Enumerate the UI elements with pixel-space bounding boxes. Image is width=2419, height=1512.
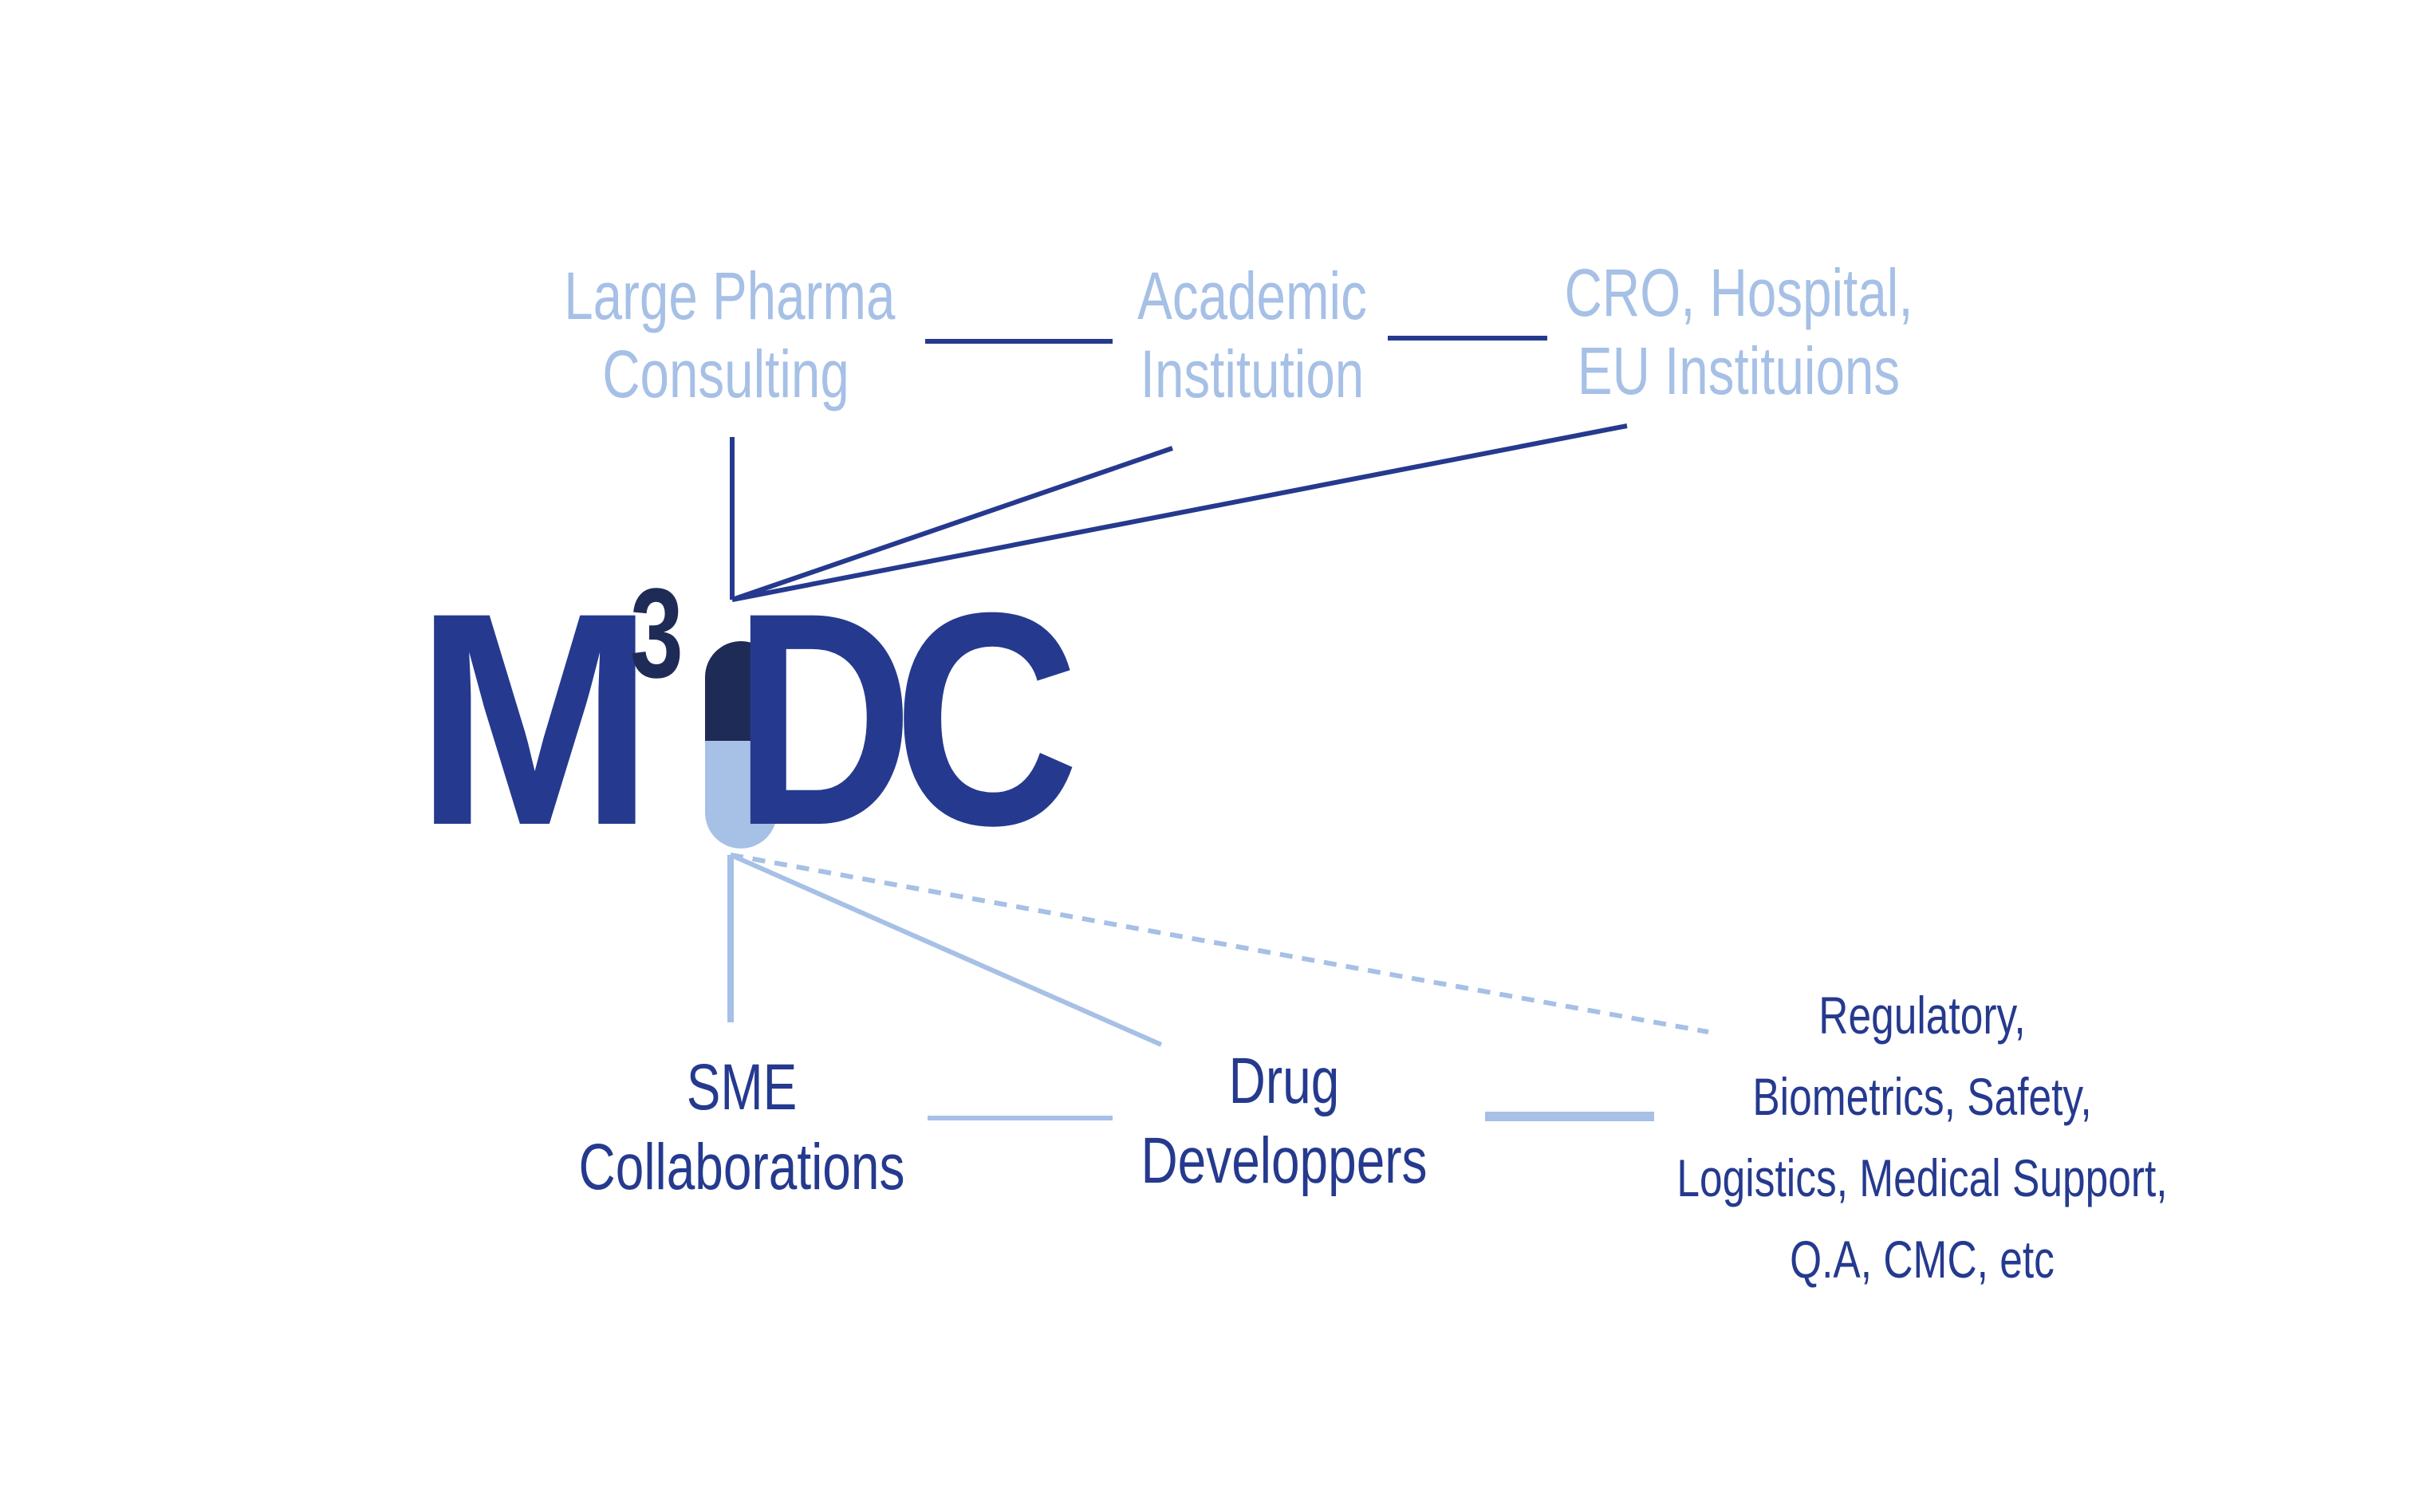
m3dc-logo: M 3 D C (415, 568, 1085, 871)
node-cro-line1: CRO, Hospital, (1564, 255, 1913, 330)
logo-letter-c: C (893, 549, 1080, 888)
node-drug-line2: Developpers (1141, 1124, 1428, 1197)
node-drug-line1: Drug (1228, 1045, 1340, 1117)
connector-cro-logo (731, 423, 1628, 602)
node-services-line2: Biometrics, Safety, (1752, 1067, 2092, 1126)
node-services: Regulatory, Biometrics, Safety, Logistic… (1661, 975, 2183, 1300)
logo-letter-m: M (415, 549, 655, 888)
node-large-pharma-line2: Consulting (602, 337, 849, 411)
node-services-line4: Q.A, CMC, etc (1790, 1230, 2055, 1289)
node-academic-line1: Academic (1137, 258, 1367, 333)
logo-superscript-3: 3 (630, 561, 684, 704)
node-sme-line2: Collaborations (578, 1131, 905, 1203)
node-services-line1: Regulatory, (1818, 986, 2026, 1045)
node-academic: Academic Institution (1134, 257, 1370, 413)
node-drug-developpers: Drug Developpers (1116, 1041, 1452, 1201)
node-cro: CRO, Hospital, EU Instituions (1565, 254, 1913, 410)
node-large-pharma: Large Pharma Consulting (564, 257, 896, 413)
node-sme: SME Collaborations (573, 1048, 909, 1207)
connector-logo-drug (729, 852, 1163, 1047)
capsule-icon (705, 641, 777, 849)
logo-letter-d: D (734, 549, 914, 888)
capsule-top-half (705, 641, 777, 741)
connector-logo-services (730, 852, 1709, 1034)
connector-academic-logo (731, 446, 1173, 602)
capsule-bottom-half (705, 741, 777, 849)
node-services-line3: Logistics, Medical Support, (1676, 1148, 2168, 1207)
node-academic-line2: Institution (1140, 337, 1365, 411)
node-large-pharma-line1: Large Pharma (564, 258, 896, 333)
node-sme-line1: SME (686, 1051, 798, 1124)
node-cro-line2: EU Instituions (1577, 333, 1901, 408)
